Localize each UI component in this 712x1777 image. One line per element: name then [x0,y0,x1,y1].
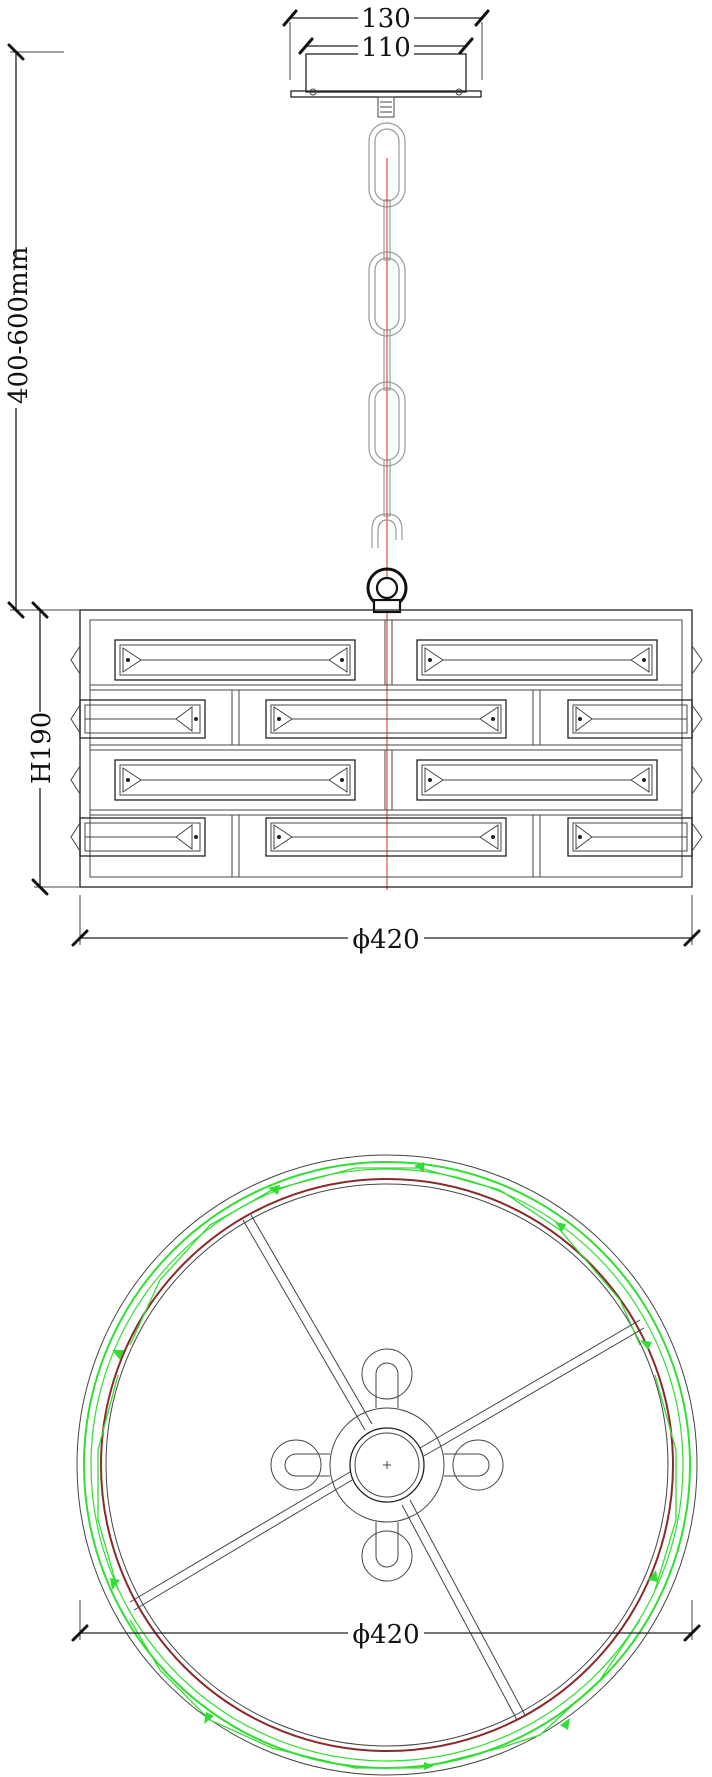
dimension-chain-length: 400-600mm [2,43,64,619]
crystal-prism [114,759,356,801]
dimension-canopy-inner: 110 [298,33,474,63]
dimension-shade-height: H190 [26,601,80,896]
candle-arm [361,1348,413,1408]
shade-bottom-view [76,1154,698,1776]
canopy [290,53,482,118]
crystal-prism [416,759,658,801]
dimension-bottom-diameter: ϕ420 [71,1600,701,1650]
dimension-label-side-diameter: ϕ420 [352,925,419,955]
crystal-prism [567,817,693,857]
dimension-label-chain-length: 400-600mm [4,247,34,404]
candle-arm [270,1439,330,1491]
dimension-label-110: 110 [361,33,411,63]
dimension-side-diameter: ϕ420 [71,895,701,955]
crystal-prism [265,699,507,739]
dimension-label-h190: H190 [27,712,57,784]
shade-side-view [70,609,703,888]
crystal-prism [114,639,356,681]
shackle [366,567,408,614]
candle-arm [361,1522,413,1582]
dimension-label-bottom-diameter: ϕ420 [352,1620,419,1650]
candle-arm [444,1439,504,1491]
crystal-prism [567,699,693,739]
crystal-prism [416,639,658,681]
crystal-prism [265,817,507,857]
dimension-canopy-outer: 130 [282,4,490,80]
crystal-prism [79,699,206,739]
dimension-label-130: 130 [361,4,411,34]
crystal-prism [79,817,206,857]
